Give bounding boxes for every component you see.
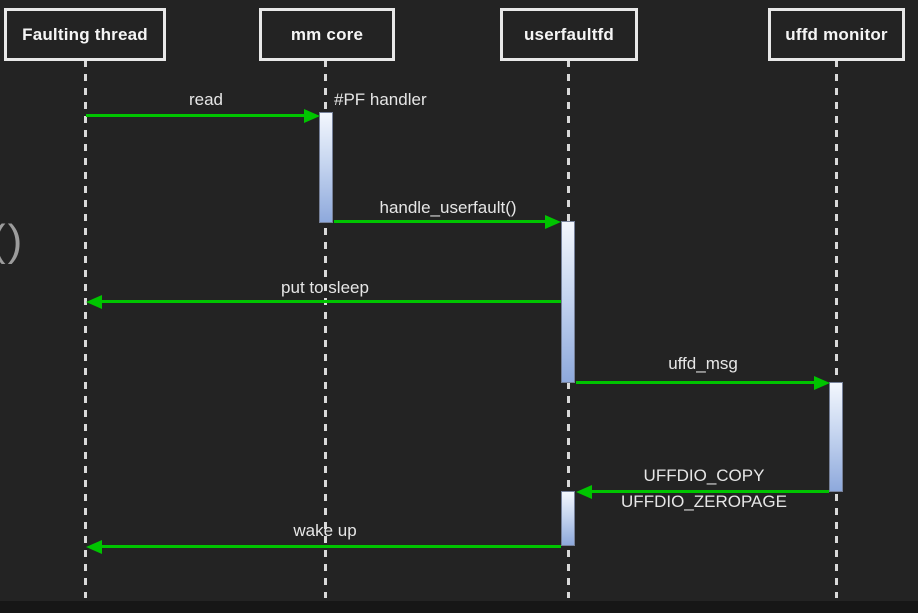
lifeline-faulting-thread [84, 60, 87, 598]
message-line-handle-userfault [334, 220, 546, 223]
actor-box-mm-core: mm core [259, 8, 395, 61]
message-line-wake-up [101, 545, 561, 548]
activation-bar-userfaultfd-1 [561, 221, 575, 383]
message-line-read [86, 114, 305, 117]
actor-label-mm-core: mm core [290, 24, 364, 44]
arrowhead-left-icon [86, 540, 102, 554]
message-label-wake-up: wake up [293, 521, 357, 540]
message-label-uffdio-zeropage: UFFDIO_ZEROPAGE [621, 492, 787, 511]
arrowhead-right-icon [545, 215, 561, 229]
lifeline-uffd-monitor [835, 60, 838, 598]
message-line-put-to-sleep [101, 300, 561, 303]
actor-label-faulting-thread: Faulting thread [22, 24, 148, 44]
actor-box-uffd-monitor: uffd monitor [768, 8, 905, 61]
arrowhead-left-icon [576, 485, 592, 499]
arrowhead-right-icon [304, 109, 320, 123]
actor-box-userfaultfd: userfaultfd [500, 8, 638, 61]
activation-bar-uffd-monitor [829, 382, 843, 492]
activation-bar-userfaultfd-2 [561, 491, 575, 546]
message-label-handle-userfault: handle_userfault() [379, 198, 517, 217]
clipped-text-fragment: () [0, 216, 25, 265]
actor-label-userfaultfd: userfaultfd [523, 24, 615, 44]
actor-label-uffd-monitor: uffd monitor [785, 24, 888, 44]
message-line-uffdio-copy [591, 490, 829, 493]
message-label-read: read [188, 90, 224, 109]
message-label-put-to-sleep: put to sleep [281, 278, 369, 297]
annotation-pf-handler: #PF handler [334, 90, 427, 109]
arrowhead-right-icon [814, 376, 830, 390]
activation-bar-mm-core [319, 112, 333, 223]
message-line-uffd-msg [576, 381, 815, 384]
lifeline-mm-core [324, 60, 327, 598]
actor-box-faulting-thread: Faulting thread [4, 8, 166, 61]
message-label-uffdio-copy: UFFDIO_COPY [643, 466, 765, 485]
message-label-uffd-msg: uffd_msg [668, 354, 738, 373]
arrowhead-left-icon [86, 295, 102, 309]
